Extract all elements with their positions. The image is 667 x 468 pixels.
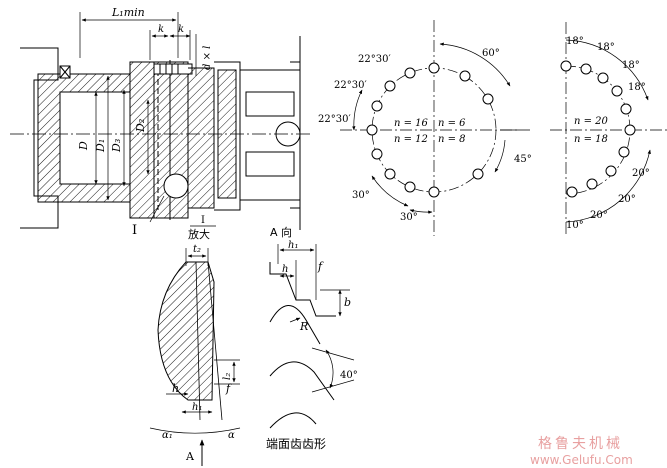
detail-l2: l₂ [222, 373, 233, 380]
detail-f: f [225, 382, 232, 395]
tooth-detail-view [149, 248, 241, 466]
enlarge-caption: 放大 [188, 227, 210, 241]
angle-20-c: 20° [590, 210, 608, 221]
dim-k-right: k [178, 24, 184, 35]
angle-60: 60° [482, 48, 500, 59]
dim-D1: D₁ [94, 139, 107, 153]
n-20: n = 20 [574, 116, 609, 127]
angle-22-30-a: 22°30′ [358, 54, 391, 65]
angle-22-30-c: 22°30′ [318, 114, 351, 125]
end-face-tooth-profile [269, 244, 355, 429]
angle-18-c: 18° [622, 60, 640, 71]
bolt-circle-right [550, 22, 667, 236]
detail-mark-I: I [132, 223, 137, 238]
profile-h: h [282, 264, 288, 275]
dim-k-left: k [158, 24, 164, 35]
coupling-section-view [10, 12, 310, 230]
n-12: n = 12 [394, 134, 428, 145]
dim-D: D [77, 141, 90, 151]
dim-D3: D₃ [110, 139, 123, 153]
angle-18-b: 18° [597, 42, 615, 53]
detail-alpha1: α₁ [162, 430, 173, 441]
n-16: n = 16 [394, 118, 429, 129]
watermark-cn: 格鲁夫机械 [538, 436, 623, 452]
profile-R: R [299, 320, 308, 333]
angle-10: 10° [566, 220, 584, 231]
arrow-A: A [185, 450, 195, 463]
watermark-url: www.Gelufu.Com [530, 453, 633, 467]
detail-alpha: α [228, 430, 235, 441]
detail-t2: t₂ [193, 244, 201, 255]
n-18: n = 18 [574, 134, 608, 145]
angle-30-b: 30° [400, 212, 418, 223]
enlarge-numerator: I [201, 215, 205, 226]
view-a-caption: A 向 [270, 225, 292, 239]
angle-22-30-b: 22°30′ [334, 80, 367, 91]
detail-h: h [172, 382, 179, 395]
bolt-circle-left [340, 20, 530, 236]
n-6: n = 6 [438, 118, 466, 129]
angle-20-b: 20° [618, 194, 636, 205]
n-8: n = 8 [438, 134, 466, 145]
profile-b: b [344, 296, 351, 309]
profile-angle-40: 40° [340, 370, 358, 381]
angle-45: 45° [514, 154, 532, 165]
end-face-caption: 端面齿齿形 [266, 437, 326, 451]
dim-d-x-l: d × l [202, 46, 213, 70]
angle-18-d: 18° [628, 82, 646, 93]
dim-D2: D₂ [134, 119, 147, 133]
angle-30-a: 30° [352, 190, 370, 201]
profile-f: f [317, 260, 324, 273]
angle-18-a: 18° [566, 36, 584, 47]
detail-h1: h₁ [192, 402, 202, 413]
dim-L1min: L₁min [111, 6, 145, 19]
angle-20-a: 20° [632, 168, 650, 179]
profile-h1: h₁ [288, 240, 298, 251]
